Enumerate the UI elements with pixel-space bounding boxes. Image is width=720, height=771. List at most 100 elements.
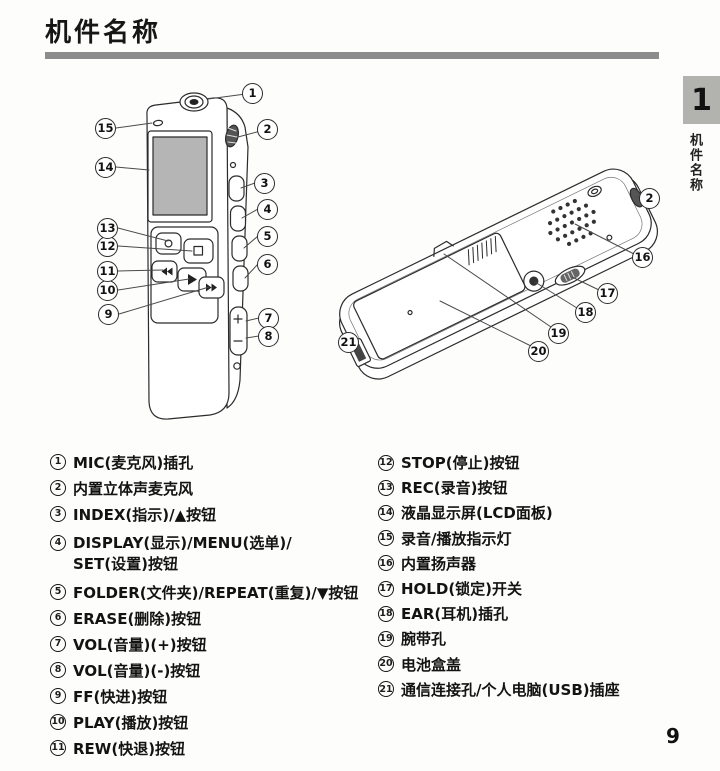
legend-item-label: STOP(停止)按钮 [401,454,520,473]
legend-item: 18 EAR(耳机)插孔 [378,601,718,626]
legend-item-label: VOL(音量)(+)按钮 [73,635,207,654]
legend-left-column: 1 MIC(麦克风)插孔 2 内置立体声麦克风 3 INDEX(指示)/▲按钮 4 DI… [50,449,380,761]
legend-item-label: 腕带孔 [401,630,447,649]
volume-rocker [229,306,248,356]
legend-item-label: ERASE(删除)按钮 [73,609,202,628]
legend-item: 13 REC(录音)按钮 [378,475,718,500]
chapter-tab-label: 机件名称 [687,133,702,193]
legend-item-label: FF(快进)按钮 [73,687,168,706]
callout-number-badge: 21 [378,681,394,698]
callout-16: 16 [632,247,653,268]
legend-item-label: FOLDER(文件夹)/REPEAT(重复)/▼按钮 [73,583,359,602]
battery-cover [353,232,526,360]
legend-item: 12 STOP(停止)按钮 [378,450,718,475]
built-in-mic [224,124,240,148]
back-device-drawing [339,168,658,380]
legend-item: 15 录音/播放指示灯 [378,526,718,551]
legend-item-label: 通信连接孔/个人电脑(USB)插座 [401,680,620,699]
legend-item: 8 VOL(音量)(-)按钮 [50,657,380,683]
front-device-drawing [115,92,269,420]
legend-item-label: VOL(音量)(-)按钮 [73,661,201,680]
callout-2-back: 2 [639,188,660,209]
callout-number-badge: 6 [50,610,66,626]
callout-number-badge: 8 [50,662,66,678]
callout-number-badge: 17 [378,580,394,597]
callout-number-badge: 13 [378,479,394,496]
legend-item-label: REC(录音)按钮 [401,479,508,498]
legend-item-label: 内置立体声麦克风 [73,479,194,498]
page-number: 9 [666,724,680,748]
callout-13: 13 [97,218,118,239]
legend-item-label: PLAY(播放)按钮 [73,713,189,732]
legend-item: 21 通信连接孔/个人电脑(USB)插座 [378,677,718,702]
callout-5: 5 [257,226,278,247]
legend-item: 2 内置立体声麦克风 [50,475,380,501]
callout-number-badge: 18 [378,605,394,622]
legend-item-label: DISPLAY(显示)/MENU(选单)/ [73,534,292,552]
callout-number-badge: 3 [50,506,66,522]
callout-number-badge: 12 [378,454,394,471]
legend-item-label: 液晶显示屏(LCD面板) [401,504,553,523]
legend-item: 6 ERASE(删除)按钮 [50,605,380,631]
legend-item: 5 FOLDER(文件夹)/REPEAT(重复)/▼按钮 [50,579,380,605]
callout-11: 11 [97,261,118,282]
hold-switch [554,265,586,286]
callout-number-badge: 10 [50,714,66,730]
legend-item: 7 VOL(音量)(+)按钮 [50,631,380,657]
callout-number-badge: 15 [378,530,394,547]
legend-item: 4 DISPLAY(显示)/MENU(选单)/ SET(设置)按钮 [50,527,380,579]
callout-number-badge: 19 [378,630,394,647]
callout-number-badge: 2 [50,480,66,496]
legend-item-label: MIC(麦克风)插孔 [73,453,194,472]
legend-item: 14 液晶显示屏(LCD面板) [378,500,718,525]
callout-6: 6 [257,254,278,275]
legend-item-label: INDEX(指示)/▲按钮 [73,505,217,524]
legend-item: 11 REW(快退)按钮 [50,735,380,761]
callout-14: 14 [95,157,116,178]
callout-number-badge: 7 [50,636,66,652]
device-diagrams [115,92,658,420]
callout-number-badge: 5 [50,584,66,600]
legend-item-label: 电池盒盖 [401,655,462,674]
callout-4: 4 [257,199,278,220]
speaker-grille [547,198,596,246]
callout-2: 2 [257,119,278,140]
chapter-tab: 1 [683,76,720,124]
callout-21: 21 [338,332,359,353]
callout-1: 1 [242,83,263,104]
legend-item: 20 电池盒盖 [378,652,718,677]
callout-17: 17 [597,283,618,304]
lcd-screen [147,130,213,223]
legend-item-label-line2: SET(设置)按钮 [73,555,178,573]
legend-item-label: EAR(耳机)插孔 [401,605,509,624]
strap-hole [433,240,454,258]
ear-jack [523,270,545,292]
legend-item-label: 内置扬声器 [401,554,477,573]
callout-19: 19 [548,323,569,344]
callout-10: 10 [97,280,118,301]
callout-number-badge: 4 [50,534,66,551]
legend-item: 10 PLAY(播放)按钮 [50,709,380,735]
legend-item: 1 MIC(麦克风)插孔 [50,449,380,475]
legend-item-label: HOLD(锁定)开关 [401,580,523,599]
callout-12: 12 [97,236,118,257]
callout-15: 15 [95,118,116,139]
title-underline-bar [45,52,659,59]
legend-item-label: REW(快退)按钮 [73,739,186,758]
callout-number-badge: 11 [50,740,66,756]
callout-3: 3 [254,173,275,194]
callout-20: 20 [528,341,549,362]
callout-18: 18 [575,302,596,323]
legend-item: 19 腕带孔 [378,626,718,651]
legend-item: 3 INDEX(指示)/▲按钮 [50,501,380,527]
callout-number-badge: 20 [378,656,394,673]
callout-8: 8 [258,326,279,347]
callout-9: 9 [98,304,119,325]
legend-item-label: 录音/播放指示灯 [401,529,512,548]
callout-number-badge: 1 [50,454,66,470]
page-title: 机件名称 [45,18,162,48]
callout-number-badge: 14 [378,504,394,521]
